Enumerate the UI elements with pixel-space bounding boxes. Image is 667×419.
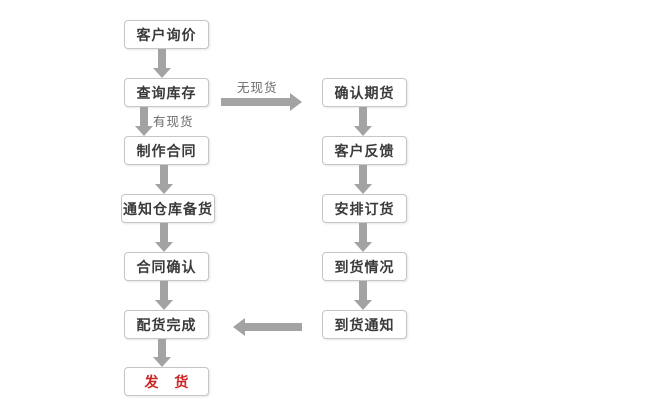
arrow-notify-warehouse-to-confirm-contract-icon: [155, 223, 173, 252]
arrow-confirm-contract-to-picking-complete-icon: [155, 281, 173, 310]
flow-node-customer-feedback: 客户反馈: [322, 136, 407, 165]
flow-node-arrival-notice: 到货通知: [322, 310, 407, 339]
flow-node-ship-goods: 发 货: [124, 367, 209, 396]
branch-label-no-stock: 无现货: [237, 81, 278, 95]
arrow-arrival-notice-to-picking-complete-icon: [233, 318, 302, 336]
flow-node-confirm-futures: 确认期货: [322, 78, 407, 107]
arrow-confirm-futures-to-feedback-icon: [354, 107, 372, 136]
arrow-arrival-status-to-arrival-notice-icon: [354, 281, 372, 310]
arrow-make-contract-to-notify-warehouse-icon: [155, 165, 173, 194]
flow-node-arrival-status: 到货情况: [322, 252, 407, 281]
arrow-no-stock-branch-icon: [221, 93, 302, 111]
flow-node-check-stock: 查询库存: [124, 78, 209, 107]
arrow-picking-complete-to-ship-icon: [153, 339, 171, 367]
flow-node-arrange-order: 安排订货: [322, 194, 407, 223]
flow-node-notify-warehouse: 通知仓库备货: [121, 194, 215, 223]
arrow-feedback-to-arrange-order-icon: [354, 165, 372, 194]
flow-node-make-contract: 制作合同: [124, 136, 209, 165]
flow-node-customer-inquiry: 客户询价: [124, 20, 209, 49]
flow-node-picking-complete: 配货完成: [124, 310, 209, 339]
arrow-inquiry-to-check-stock-icon: [153, 49, 171, 78]
arrow-check-stock-to-make-contract-icon: [135, 107, 153, 136]
flow-node-confirm-contract: 合同确认: [124, 252, 209, 281]
branch-label-in-stock: 有现货: [153, 115, 194, 129]
arrow-arrange-order-to-arrival-status-icon: [354, 223, 372, 252]
